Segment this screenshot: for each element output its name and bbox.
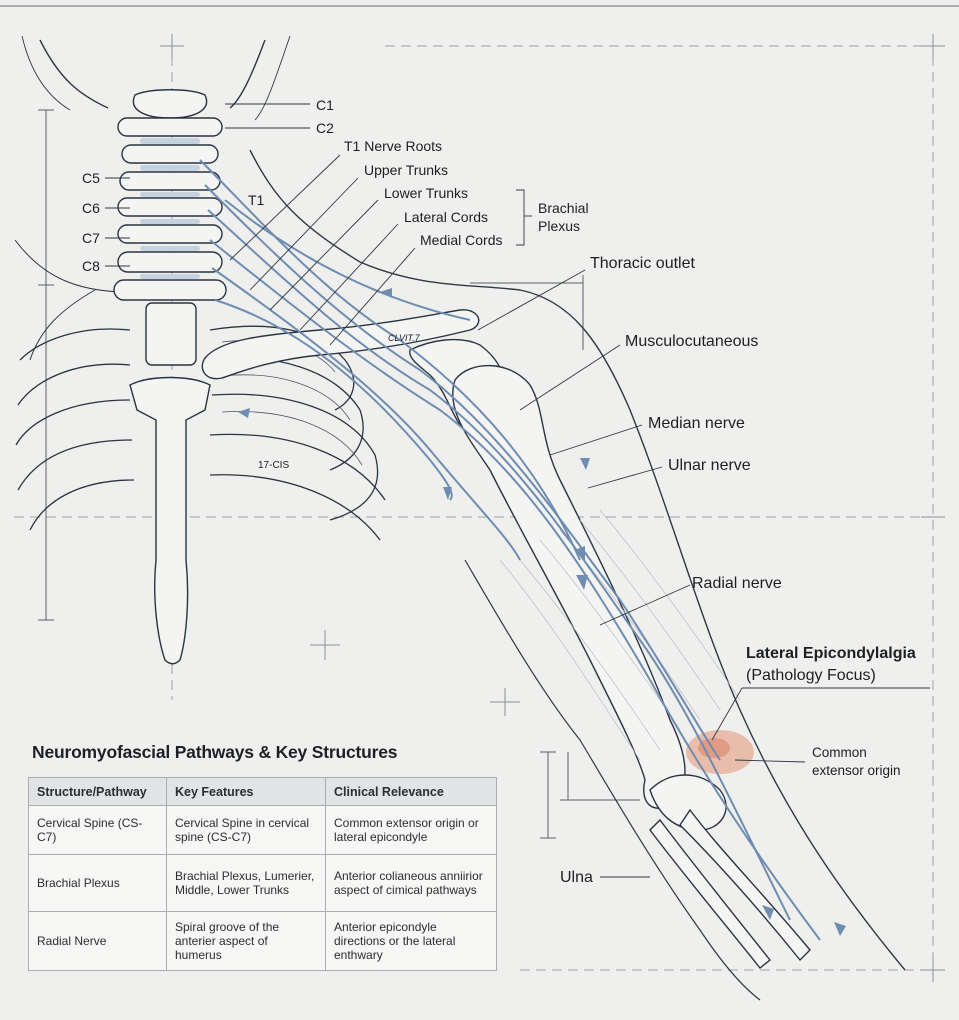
label-lateral-epicondylalgia: Lateral Epicondylalgia xyxy=(746,645,916,662)
table-title: Neuromyofascial Pathways & Key Structure… xyxy=(32,742,498,763)
label-pathology-focus: (Pathology Focus) xyxy=(746,667,876,684)
label-c8: C8 xyxy=(82,258,100,274)
table-row: Brachial Plexus Brachial Plexus, Lumerie… xyxy=(29,855,497,912)
column-header-structure: Structure/Pathway xyxy=(29,778,167,806)
label-brachial: Brachial xyxy=(538,200,589,216)
label-c7: C7 xyxy=(82,230,100,246)
cell-structure: Brachial Plexus xyxy=(29,855,167,912)
column-header-relevance: Clinical Relevance xyxy=(326,778,497,806)
key-structures-panel: Neuromyofascial Pathways & Key Structure… xyxy=(28,742,498,971)
cell-features: Cervical Spine in cervical spine (CS-C7) xyxy=(167,806,326,855)
label-c6: C6 xyxy=(82,200,100,216)
label-upper-trunks: Upper Trunks xyxy=(364,162,448,178)
label-median-nerve: Median nerve xyxy=(648,415,745,432)
key-structures-table: Structure/Pathway Key Features Clinical … xyxy=(28,777,497,971)
label-c2: C2 xyxy=(316,120,334,136)
cell-structure: Cervical Spine (CS-C7) xyxy=(29,806,167,855)
label-medial-cords: Medial Cords xyxy=(420,232,502,248)
label-ulnar-nerve: Ulnar nerve xyxy=(668,457,751,474)
label-common: Common xyxy=(812,745,867,760)
cell-structure: Radial Nerve xyxy=(29,912,167,971)
label-thoracic-outlet: Thoracic outlet xyxy=(590,255,695,272)
label-musculocutaneous: Musculocutaneous xyxy=(625,333,758,350)
cell-relevance: Anterior colianeous anniirior aspect of … xyxy=(326,855,497,912)
label-lateral-cords: Lateral Cords xyxy=(404,209,488,225)
table-row: Radial Nerve Spiral groove of the anteri… xyxy=(29,912,497,971)
label-lower-trunks: Lower Trunks xyxy=(384,185,468,201)
label-t1-nerve-roots: T1 Nerve Roots xyxy=(344,138,442,154)
pathology-core xyxy=(698,738,730,758)
table-header-row: Structure/Pathway Key Features Clinical … xyxy=(29,778,497,806)
table-row: Cervical Spine (CS-C7) Cervical Spine in… xyxy=(29,806,497,855)
label-extensor-origin: extensor origin xyxy=(812,763,901,778)
label-radial-nerve: Radial nerve xyxy=(692,575,782,592)
cell-relevance: Anterior epicondyle directions or the la… xyxy=(326,912,497,971)
cell-features: Spiral groove of the anterier aspect of … xyxy=(167,912,326,971)
label-plexus: Plexus xyxy=(538,218,580,234)
label-rib-mark: 17-CIS xyxy=(258,460,289,471)
label-t1: T1 xyxy=(248,192,265,208)
label-c5: C5 xyxy=(82,170,100,186)
cell-relevance: Common extensor origin or lateral epicon… xyxy=(326,806,497,855)
column-header-features: Key Features xyxy=(167,778,326,806)
label-c1: C1 xyxy=(316,97,334,113)
label-ulna: Ulna xyxy=(560,869,593,886)
cell-features: Brachial Plexus, Lumerier, Middle, Lower… xyxy=(167,855,326,912)
label-clavicle-mark: CLVIT.7 xyxy=(388,333,421,343)
